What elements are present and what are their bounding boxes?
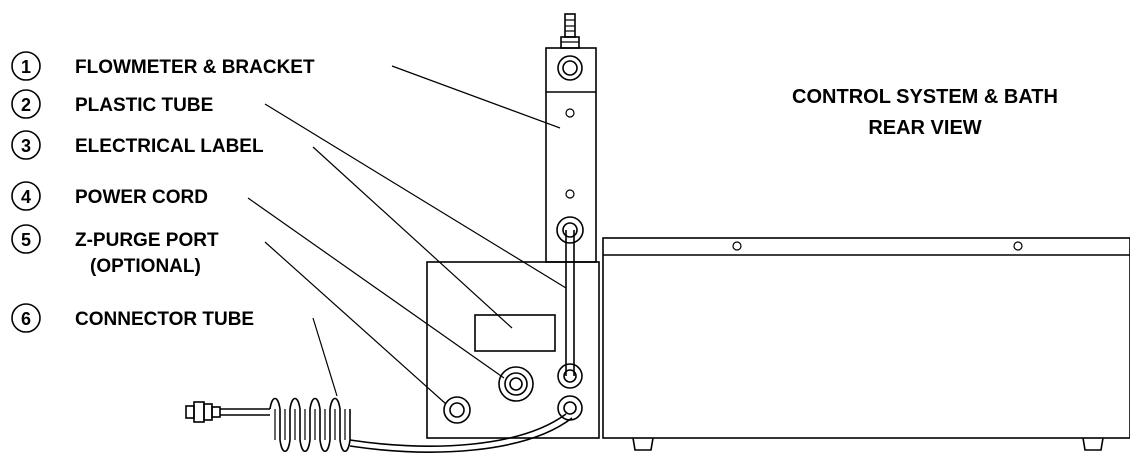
callout-6: 6 CONNECTOR TUBE (11, 303, 254, 333)
diagram-title-line1: CONTROL SYSTEM & BATH (792, 86, 1058, 108)
callout-1-label: FLOWMETER & BRACKET (75, 57, 315, 78)
control-fittings (557, 363, 583, 421)
callout-2-number: 2 (21, 95, 31, 115)
coil-loops (269, 397, 351, 453)
leader-3 (312, 146, 513, 329)
electrical-label (474, 314, 556, 352)
callout-6-number: 6 (21, 309, 31, 329)
leader-5 (264, 241, 447, 405)
leader-4 (247, 197, 505, 379)
callout-2: 2 PLASTIC TUBE (11, 89, 213, 119)
callout-4: 4 POWER CORD (11, 181, 208, 211)
leader-6 (312, 317, 338, 397)
bath-body (602, 237, 1130, 451)
leader-lines (247, 65, 567, 405)
callout-5-label: Z-PURGE PORT (75, 230, 219, 251)
leader-2 (264, 103, 567, 289)
power-cord-grommet (498, 366, 534, 402)
callout-3-number: 3 (21, 136, 31, 156)
callout-2-label: PLASTIC TUBE (75, 95, 213, 116)
callout-1-number: 1 (21, 57, 31, 77)
callout-3: 3 ELECTRICAL LABEL (11, 130, 264, 160)
leader-1 (391, 65, 561, 129)
connector-tube (185, 397, 573, 453)
callout-5-number: 5 (21, 230, 31, 250)
diagram-title-line2: REAR VIEW (868, 117, 981, 139)
callout-5-label-line2: (OPTIONAL) (90, 256, 201, 277)
flowmeter-valve-knob (560, 13, 580, 49)
callout-6-label: CONNECTOR TUBE (75, 309, 254, 330)
z-purge-port (443, 396, 471, 424)
callout-4-number: 4 (21, 187, 31, 207)
callout-5: 5 Z-PURGE PORT (OPTIONAL) (11, 224, 219, 277)
callout-1: 1 FLOWMETER & BRACKET (11, 51, 315, 81)
callout-3-label: ELECTRICAL LABEL (75, 136, 264, 157)
plastic-tube (565, 230, 575, 376)
flowmeter-bracket (545, 13, 597, 263)
callout-4-label: POWER CORD (75, 187, 208, 208)
